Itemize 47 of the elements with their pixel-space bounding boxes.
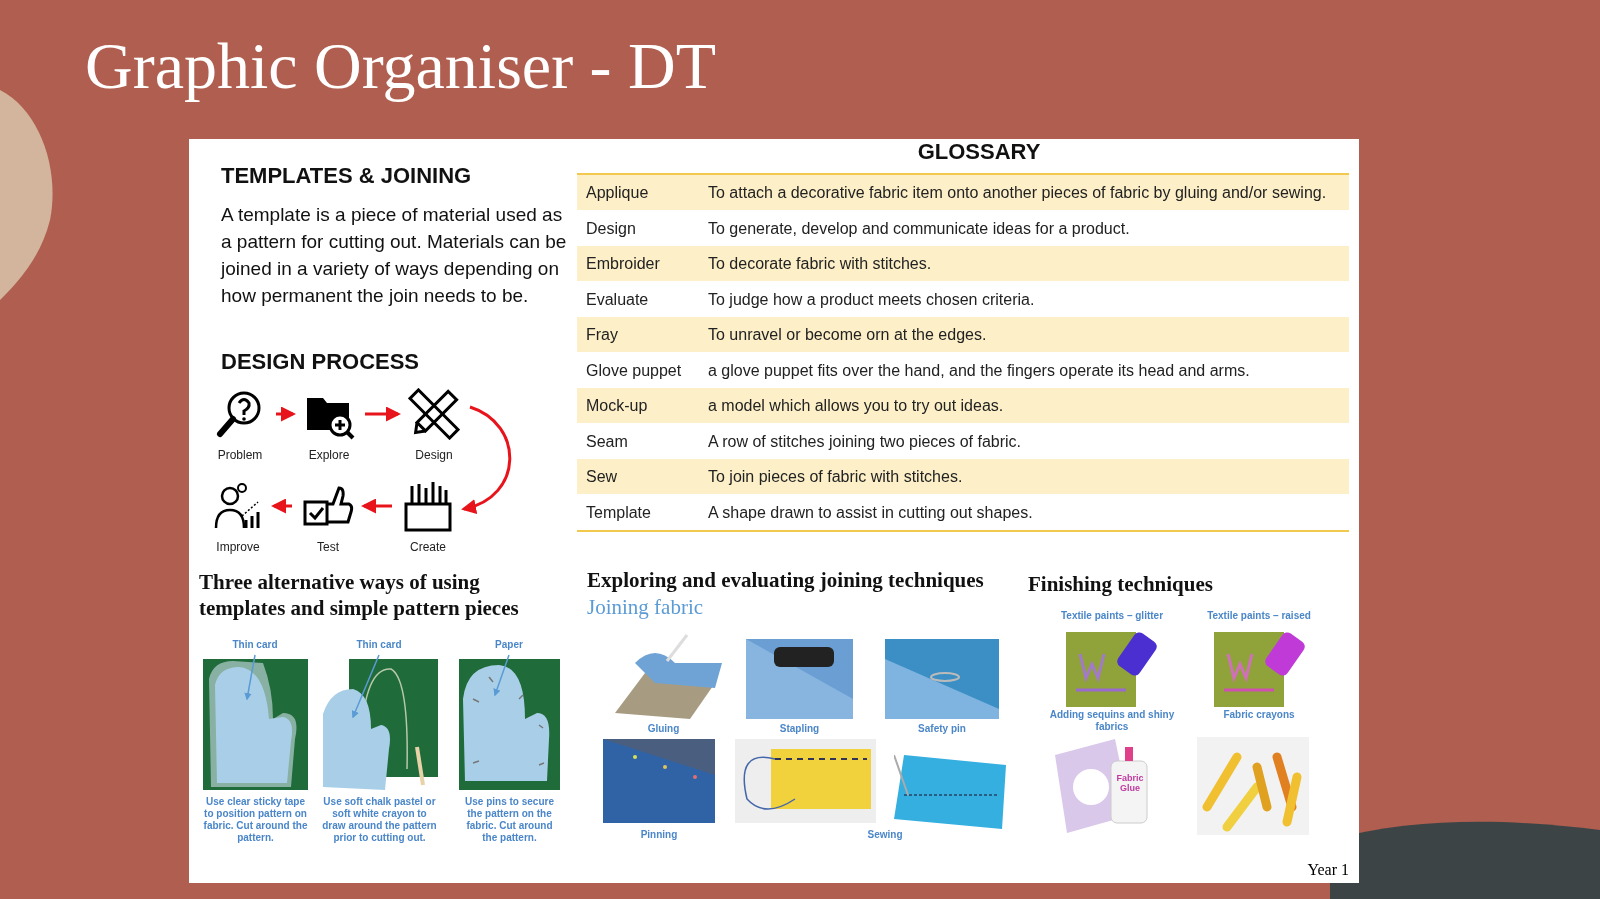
photo-caption: Safety pin (917, 723, 967, 735)
definition-cell: To decorate fabric with stitches. (699, 246, 1349, 281)
arrow (461, 405, 512, 513)
step-label: Create (409, 540, 447, 554)
term-cell: Fray (577, 317, 699, 352)
intro-paragraph: A template is a piece of material used as a pattern for cutting out. Materials can be joined in a variety of ways depending on how permanent the join needs to be. (221, 203, 568, 308)
leader-label: Thin card (225, 639, 285, 651)
step-label: Improve (215, 540, 261, 554)
photo-caption: Gluing (646, 723, 681, 735)
definition-cell: To attach a decorative fabric item onto another pieces of fabric by gluing and/or sewing. (699, 175, 1349, 210)
photo-caption: Adding sequins and shiny fabrics (1048, 709, 1176, 733)
photo-caption: Pinning (639, 829, 679, 841)
term-cell: Embroider (577, 246, 699, 281)
arrow (365, 406, 401, 422)
definition-cell: a model which allows you to try out ideas. (699, 388, 1349, 423)
photo-caption: Use pins to secure the pattern on the fabric. Cut around the pattern. (464, 796, 555, 844)
leader-label: Thin card (349, 639, 409, 651)
section-heading: Exploring and evaluating joining techniques (587, 567, 985, 593)
photo-caption: Use soft chalk pastel or soft white crayon to draw around the pattern prior to cutting out. (321, 796, 438, 844)
section-heading: Finishing techniques (1028, 571, 1214, 597)
photo-caption: Stapling (778, 723, 821, 735)
term-cell: Mock-up (577, 388, 699, 423)
step-label: Test (316, 540, 340, 554)
step-label: Problem (216, 448, 264, 462)
photo-caption: Textile paints – glitter (1059, 610, 1165, 622)
section-heading: TEMPLATES & JOINING (221, 163, 473, 189)
subheading: Joining fabric (587, 594, 705, 620)
page-title: Graphic Organiser - DT (85, 28, 717, 104)
section-heading: Three alternative ways of using templates and simple pattern pieces (199, 569, 520, 621)
arrow (361, 498, 392, 514)
photo-caption: Fabric crayons (1222, 709, 1296, 721)
photo-caption: Textile paints – raised (1206, 610, 1312, 622)
term-cell: Sew (577, 459, 699, 494)
table-heading: GLOSSARY (916, 139, 1042, 165)
step-label: Design (414, 448, 454, 462)
arrow (271, 498, 292, 514)
leader-label: Paper (479, 639, 539, 651)
bottle-label: Fabric Glue (1115, 773, 1145, 793)
definition-cell: To join pieces of fabric with stitches. (699, 459, 1349, 494)
photo-caption: Sewing (866, 829, 904, 841)
section-heading: DESIGN PROCESS (221, 349, 421, 375)
definition-cell: To unravel or become orn at the edges. (699, 317, 1349, 352)
page-footer: Year 1 (1289, 861, 1349, 879)
step-label: Explore (307, 448, 351, 462)
photo-caption: Use clear sticky tape to position pattern on fabric. Cut around the pattern. (203, 796, 308, 844)
arrow (276, 406, 296, 422)
term-cell: Applique (577, 175, 699, 210)
